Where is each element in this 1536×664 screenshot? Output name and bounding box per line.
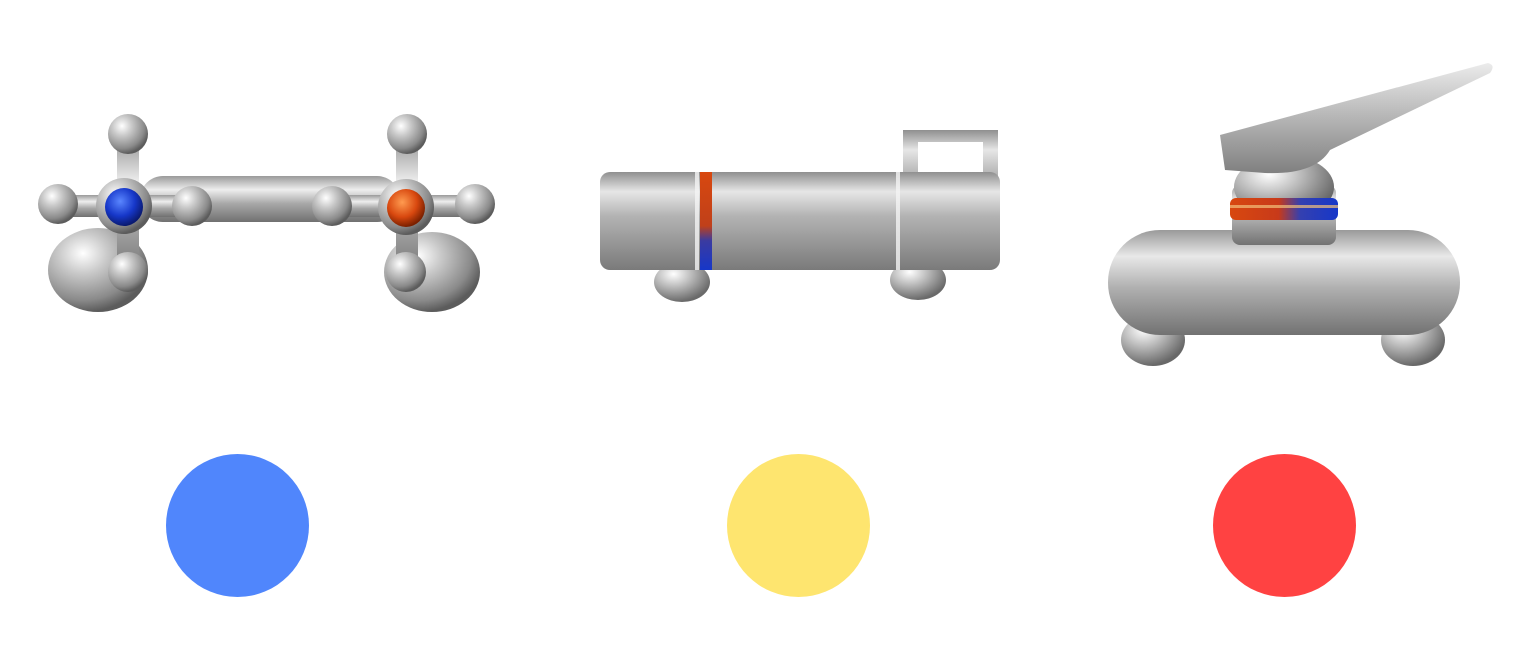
thermostatic-faucet-icon[interactable] (590, 110, 1010, 320)
yellow-choice[interactable] (727, 454, 870, 597)
lever-mixer-faucet-icon[interactable] (1100, 55, 1520, 375)
blue-choice[interactable] (166, 454, 309, 597)
cross-handle-faucet-icon[interactable] (20, 100, 520, 330)
red-choice[interactable] (1213, 454, 1356, 597)
